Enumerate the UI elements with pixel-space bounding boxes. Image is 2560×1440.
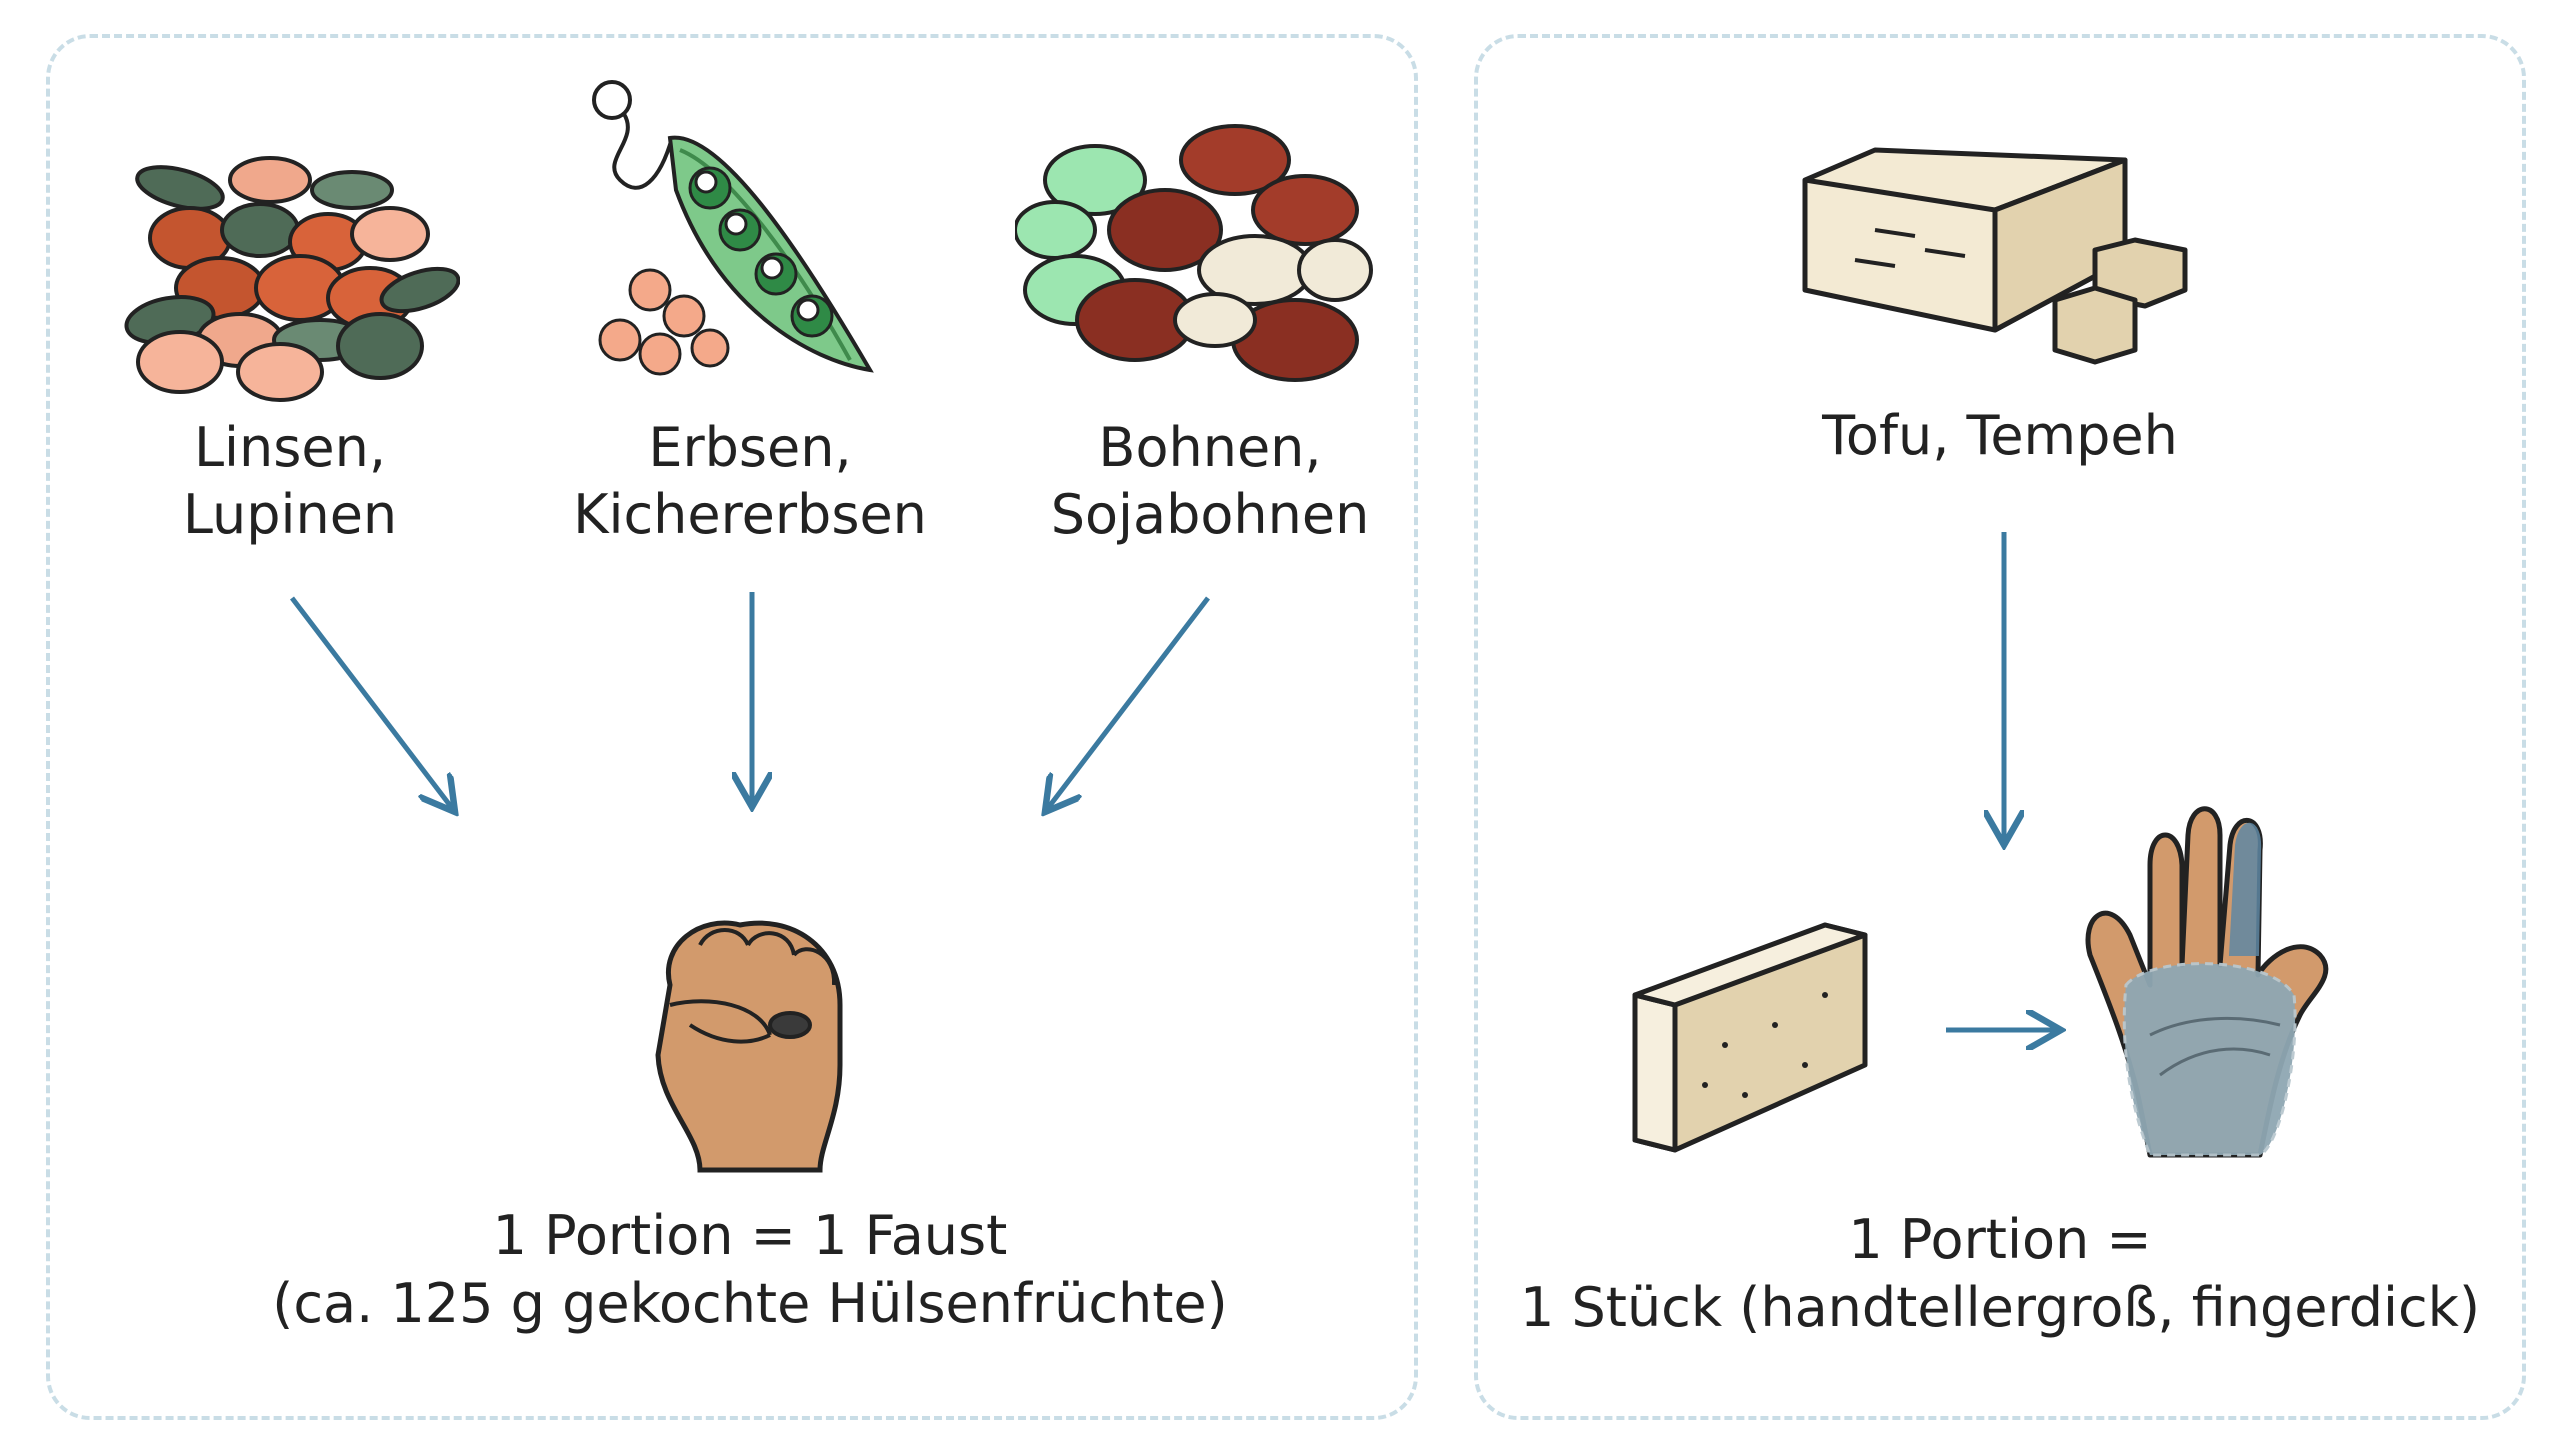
label-beans: Bohnen, Sojabohnen: [1050, 416, 1370, 546]
arrow-lentils-to-fist: [290, 596, 452, 808]
arrow-beans-to-fist: [1048, 596, 1210, 808]
fist-icon: [655, 920, 843, 1173]
label-lentils: Linsen, Lupinen: [182, 416, 398, 546]
tofu-portion-line1: 1 Portion =: [1848, 1208, 2152, 1271]
beans-icon: [1015, 124, 1373, 382]
tofu-piece-icon: [1632, 922, 1868, 1153]
label-peas: Erbsen, Kichererbsen: [573, 416, 927, 546]
tofu-portion-line2: 1 Stück (handtellergroß, fingerdick): [1519, 1276, 2481, 1339]
tofu-panel: [1474, 34, 2526, 1420]
open-hand-icon: [2085, 806, 2329, 1158]
legumes-portion-line1: 1 Portion = 1 Faust: [492, 1204, 1008, 1267]
label-tofu: Tofu, Tempeh: [1822, 404, 2178, 467]
legumes-portion-line2: (ca. 125 g gekochte Hülsenfrüchte): [272, 1272, 1228, 1335]
tofu-block-icon: [1802, 147, 2188, 365]
lentils-icon: [124, 156, 460, 402]
pea-pod-icon: [592, 80, 874, 376]
legumes-panel: [46, 34, 1418, 1420]
